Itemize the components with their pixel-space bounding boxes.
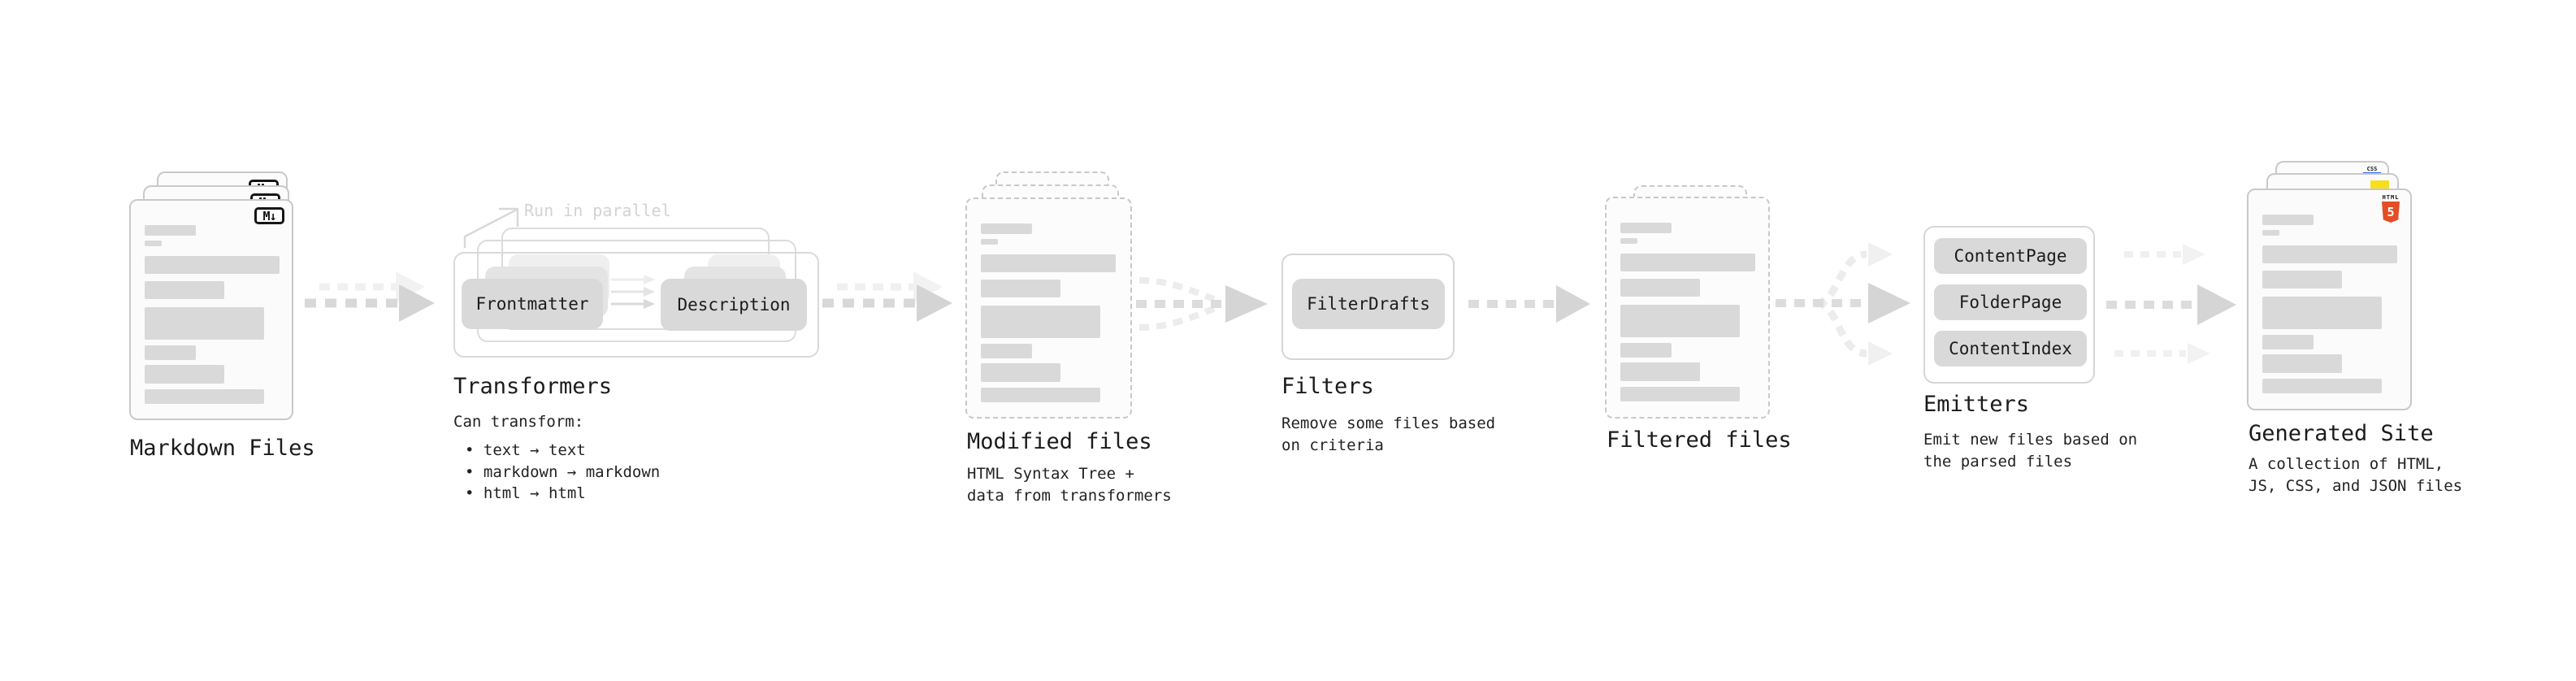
folderpage-chip: FolderPage [1934, 284, 2087, 320]
markdown-files-title: Markdown Files [130, 436, 315, 461]
filterdrafts-chip: FilterDrafts [1292, 279, 1445, 329]
transformers-subtitle: Can transform: [453, 413, 584, 431]
filtered-doc-front [1605, 197, 1770, 419]
transformers-bullet-list: • text → text • markdown → markdown • ht… [465, 440, 660, 505]
run-in-parallel-label: Run in parallel [524, 201, 671, 220]
filters-title: Filters [1281, 374, 1374, 399]
modified-files-desc: HTML Syntax Tree + data from transformer… [967, 465, 1172, 505]
doc-placeholder-lines [145, 225, 280, 404]
generated-doc-html: HTML 5 [2247, 189, 2412, 410]
generated-site-title: Generated Site [2249, 421, 2434, 446]
transformers-title: Transformers [453, 374, 613, 399]
transformer-step-arrows [611, 275, 655, 309]
arrow-markdown-to-transformers [305, 271, 435, 322]
doc-placeholder-lines [2262, 215, 2397, 393]
emitters-title: Emitters [1923, 392, 2030, 417]
markdown-icon: M↓ [254, 207, 284, 224]
transformers-frame-front [453, 252, 819, 358]
modified-doc-front [965, 197, 1132, 419]
frontmatter-chip: Frontmatter [462, 279, 603, 329]
run-in-parallel-callout-line [463, 207, 519, 248]
doc-placeholder-lines [981, 223, 1116, 402]
description-chip: Description [661, 279, 807, 331]
arrow-emitters-to-generated [2106, 244, 2236, 364]
bullet-item: • html → html [465, 484, 586, 502]
markdown-doc-front: M↓ [129, 199, 293, 420]
arrow-filters-to-filtered [1468, 285, 1590, 323]
bullet-item: • text → text [465, 441, 586, 459]
js-file-icon [2370, 180, 2389, 189]
filters-desc: Remove some files based on criteria [1281, 414, 1496, 454]
doc-placeholder-lines [1620, 223, 1755, 401]
arrow-modified-to-filters [1136, 277, 1268, 331]
generated-site-desc: A collection of HTML, JS, CSS, and JSON … [2249, 455, 2463, 495]
contentindex-chip: ContentIndex [1934, 331, 2087, 367]
arrow-transformers-to-modified [822, 271, 952, 322]
arrow-filtered-to-emitters [1776, 242, 1910, 366]
html5-icon: HTML 5 [2380, 194, 2401, 223]
contentpage-chip: ContentPage [1934, 238, 2087, 274]
emitters-desc: Emit new files based on the parsed files [1923, 431, 2138, 471]
bullet-item: • markdown → markdown [465, 462, 661, 481]
modified-files-title: Modified files [967, 429, 1152, 454]
filtered-files-title: Filtered files [1607, 427, 1792, 453]
